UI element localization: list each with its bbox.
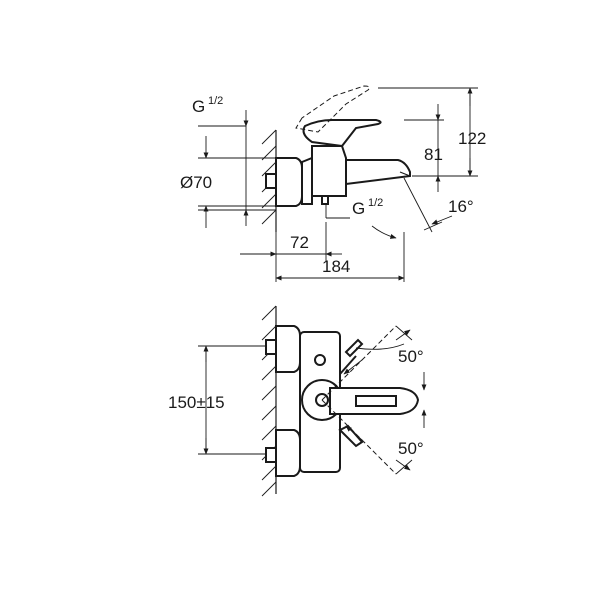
outlet-thread-label: G [352,199,365,218]
outlet-thread-dimension: G 1/2 [325,197,383,219]
inlet-thread-label: G [192,97,205,116]
inlet-thread-dimension: G 1/2 [192,95,276,226]
mixer-body-front [265,325,420,477]
diameter-dimension: Ø70 [180,136,276,228]
center-distance-label: 150±15 [168,393,225,412]
upper-angle-dimension: 50° [321,325,427,401]
lower-angle-dimension: 50° [321,399,427,475]
depth-dimensions: 72 184 [240,222,405,282]
depth-outlet-label: 72 [290,233,309,252]
height-total-label: 122 [458,129,486,148]
depth-total-label: 184 [322,257,350,276]
side-view: G 1/2 Ø70 G 1/2 1 [180,85,486,282]
spout-angle-dimension: 16° [371,177,474,239]
spout-angle-label: 16° [448,197,474,216]
front-view: 150±15 50° 50° [168,305,427,497]
diameter-label: Ø70 [180,173,212,192]
outlet-thread-frac: 1/2 [368,197,383,209]
lower-angle-label: 50° [398,439,424,458]
mixer-body-side [265,85,411,207]
center-distance-dimension: 150±15 [168,345,266,455]
wall-bottom [261,305,277,497]
inlet-thread-frac: 1/2 [208,95,223,107]
height-dimensions: 122 81 [378,87,486,192]
height-spout-label: 81 [424,145,443,164]
upper-angle-label: 50° [398,347,424,366]
